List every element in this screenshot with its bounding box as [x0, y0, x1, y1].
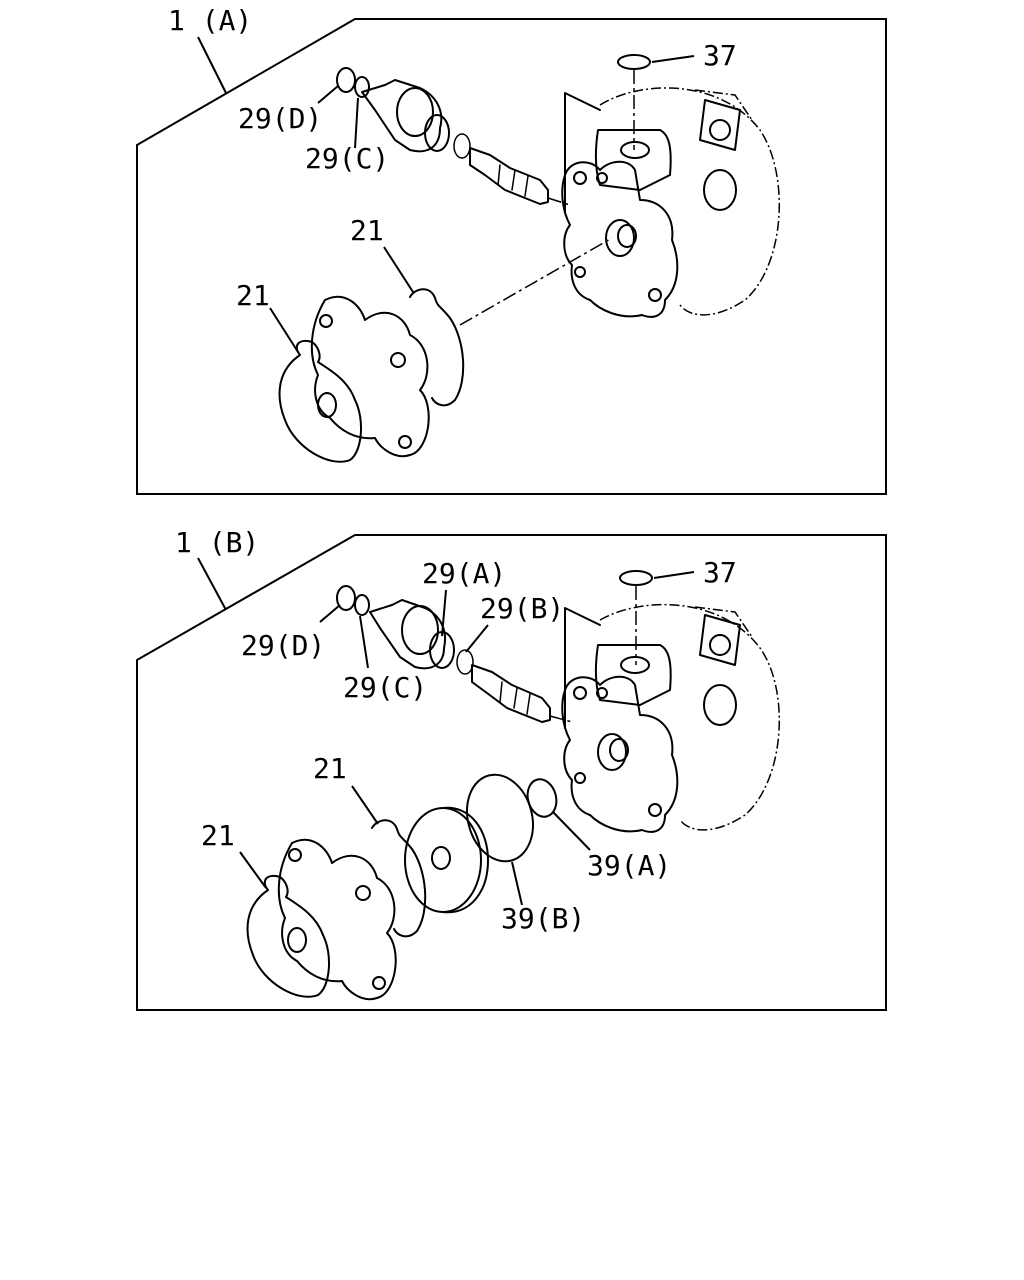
gasket-21-outer [278, 339, 362, 463]
o-ring-37 [619, 570, 653, 586]
leader-line [319, 604, 341, 623]
panel-frame [136, 18, 887, 495]
leader-line [653, 571, 695, 579]
callout-21-left: 21 [236, 279, 270, 312]
gasket-21-outer [246, 874, 330, 998]
o-ring-29d [336, 67, 356, 93]
callout-29a: 29(A) [422, 557, 506, 590]
callout-29d: 29(D) [241, 629, 325, 662]
pump-housing [561, 603, 781, 833]
o-ring-29c [354, 76, 370, 98]
gasket-21-inner [371, 819, 427, 938]
callout-37: 37 [703, 39, 737, 72]
callout-39a: 39(A) [587, 849, 671, 882]
leader-line [197, 36, 227, 94]
leader-line [351, 785, 379, 825]
valve-assembly [361, 79, 571, 206]
piston-disc [404, 806, 489, 914]
callout-21-right: 21 [350, 214, 384, 247]
o-ring-39b [466, 773, 534, 863]
callout-21-right: 21 [313, 752, 347, 785]
pump-housing [561, 87, 780, 318]
leader-line [651, 55, 695, 63]
o-ring-39a [526, 778, 558, 818]
callout-37: 37 [703, 556, 737, 589]
bracket-leader [564, 92, 601, 213]
panel-kit-b: 1 (B) [136, 526, 887, 1011]
callout-29b: 29(B) [480, 592, 564, 625]
leader-line [239, 851, 267, 889]
callout-kit: 1 (A) [168, 4, 252, 37]
o-ring-29c [354, 594, 370, 616]
leader-line [465, 624, 489, 653]
panel-kit-a: 1 (A) [136, 4, 887, 495]
bracket-leader [564, 607, 601, 729]
leader-line [317, 85, 339, 104]
panel-frame [136, 534, 887, 1011]
cover-plate [310, 295, 430, 458]
gasket-21-inner [409, 288, 465, 407]
center-line [459, 237, 613, 326]
leader-line [552, 811, 591, 851]
leader-line [197, 557, 227, 611]
callout-21-left: 21 [201, 819, 235, 852]
callout-29c: 29(C) [343, 671, 427, 704]
leader-line [511, 861, 523, 906]
callout-29d: 29(D) [238, 102, 322, 135]
callout-39b: 39(B) [501, 902, 585, 935]
o-ring-29d [336, 585, 356, 611]
leader-line [441, 589, 447, 637]
leader-line [354, 97, 359, 149]
leader-line [269, 307, 299, 353]
o-ring-37 [617, 54, 651, 70]
callout-kit: 1 (B) [175, 526, 259, 559]
leader-line [359, 615, 369, 669]
leader-line [383, 246, 414, 293]
cover-plate [277, 838, 397, 1001]
callout-29c: 29(C) [305, 142, 389, 175]
